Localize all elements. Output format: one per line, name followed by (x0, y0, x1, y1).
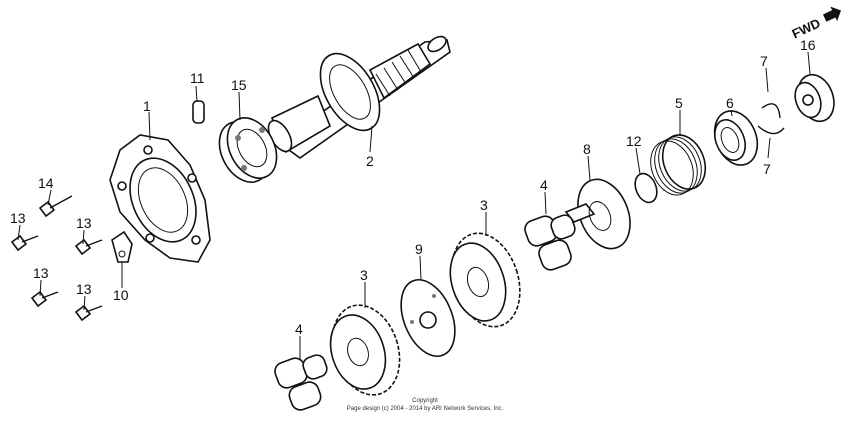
callout-1: 1 (143, 98, 151, 114)
callout-9: 9 (415, 241, 423, 257)
callout-4-lower: 4 (295, 321, 303, 337)
callout-14: 14 (38, 175, 54, 191)
callout-12: 12 (626, 133, 642, 149)
gear-lower (329, 304, 401, 396)
callout-4-upper: 4 (540, 177, 548, 193)
callout-13-c: 13 (33, 265, 49, 281)
thrust-plate-9 (400, 279, 456, 357)
ring-12 (634, 172, 658, 204)
housing-cover (109, 134, 211, 263)
flange-bolt-13-b (74, 238, 103, 256)
callout-13-d: 13 (76, 281, 92, 297)
callout-10: 10 (113, 287, 129, 303)
callout-7-lower: 7 (763, 161, 771, 177)
copyright-line-1: Copyright (412, 398, 438, 404)
circlip-7 (757, 103, 785, 135)
callout-6: 6 (726, 95, 734, 111)
callout-labels: 1 2 11 15 14 13 13 13 13 10 3 3 9 4 4 8 … (10, 37, 816, 337)
callout-5: 5 (675, 95, 683, 111)
leader-lines (17, 51, 811, 360)
dog-clutch-lower (274, 354, 328, 411)
callout-13-a: 13 (10, 210, 26, 226)
dog-plate-8 (564, 178, 631, 250)
bearing-16 (794, 73, 835, 123)
collar-6 (713, 110, 759, 166)
callout-16: 16 (800, 37, 816, 53)
fwd-direction-badge: FWD (790, 6, 842, 41)
flange-bolt-13-c (30, 290, 59, 308)
callout-3-lower: 3 (360, 267, 368, 283)
bracket-10 (111, 230, 133, 263)
callout-13-b: 13 (76, 215, 92, 231)
ball-bearing-15 (218, 117, 278, 183)
callout-8: 8 (583, 141, 591, 157)
flange-bolt-13-a (10, 234, 39, 252)
dog-clutch-upper (524, 214, 576, 271)
callout-15: 15 (231, 77, 247, 93)
copyright-line-2: Page design (c) 2004 - 2014 by ARI Netwo… (347, 406, 504, 412)
callout-2: 2 (366, 153, 374, 169)
main-shaft (267, 35, 451, 159)
arrow-right-icon (822, 6, 842, 22)
spring-5 (650, 134, 707, 196)
dowel-pin-11 (192, 100, 205, 124)
gear-upper (449, 232, 521, 328)
copyright-notice: Copyright Page design (c) 2004 - 2014 by… (347, 398, 504, 412)
flange-bolt-13-d (74, 304, 103, 322)
callout-7-upper: 7 (760, 53, 768, 69)
callout-11: 11 (190, 70, 205, 86)
callout-3-upper: 3 (480, 197, 488, 213)
flange-bolt-14 (38, 195, 73, 218)
